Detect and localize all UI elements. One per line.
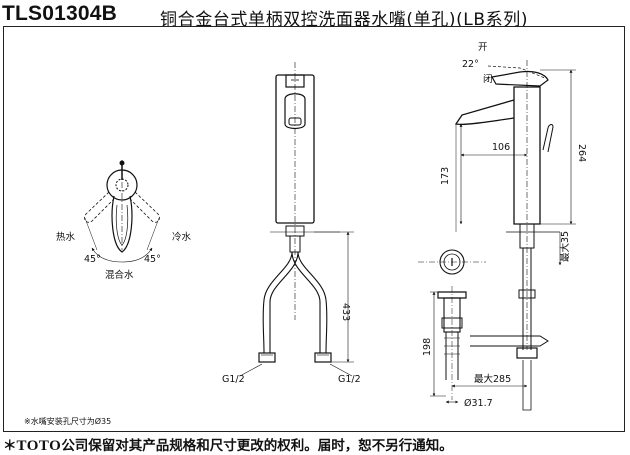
hole-size-note: ※水嘴安装孔尺寸为Ø35 bbox=[24, 416, 111, 426]
mixed-water-label: 混合水 bbox=[105, 269, 134, 281]
dim-173-label: 173 bbox=[440, 167, 451, 185]
dim-max35-label: 最大35 bbox=[559, 231, 571, 262]
front-view bbox=[239, 62, 354, 377]
dim-198-label: 198 bbox=[422, 338, 433, 356]
hot-water-label: 热水 bbox=[56, 231, 76, 243]
close-label: 闭 bbox=[483, 73, 493, 85]
footer-text: 公司保留对其产品规格和尺寸更改的权利。届时，恕不另行通知。 bbox=[61, 438, 453, 454]
brand-logo: TOTO bbox=[16, 438, 62, 454]
product-title: 铜合金台式单柄双控洗面器水嘴(单孔)(LB系列) bbox=[160, 10, 529, 30]
angle-left-label: 45° bbox=[84, 254, 101, 265]
angle-22-label: 22° bbox=[462, 59, 479, 70]
dim-106-label: 106 bbox=[492, 142, 510, 153]
thread-left-label: G1/2 bbox=[222, 374, 245, 385]
side-view bbox=[418, 60, 576, 411]
cold-water-label: 冷水 bbox=[172, 231, 192, 243]
thread-right-label: G1/2 bbox=[338, 374, 361, 385]
footer-prefix: ＊ bbox=[3, 438, 17, 454]
dim-433-label: 433 bbox=[340, 303, 351, 321]
open-label: 开 bbox=[478, 42, 488, 53]
dim-max285-label: 最大285 bbox=[474, 373, 511, 385]
footer: ＊TOTO公司保留对其产品规格和尺寸更改的权利。届时，恕不另行通知。 bbox=[3, 434, 453, 455]
top-view bbox=[84, 160, 160, 263]
dim-264-label: 264 bbox=[576, 144, 587, 162]
angle-right-label: 45° bbox=[144, 254, 161, 265]
header: TLS01304B 铜合金台式单柄双控洗面器水嘴(单孔)(LB系列) bbox=[0, 0, 630, 30]
drawing-frame bbox=[3, 26, 625, 432]
dim-dia-label: Ø31.7 bbox=[464, 398, 493, 409]
model-number: TLS01304B bbox=[2, 2, 118, 25]
